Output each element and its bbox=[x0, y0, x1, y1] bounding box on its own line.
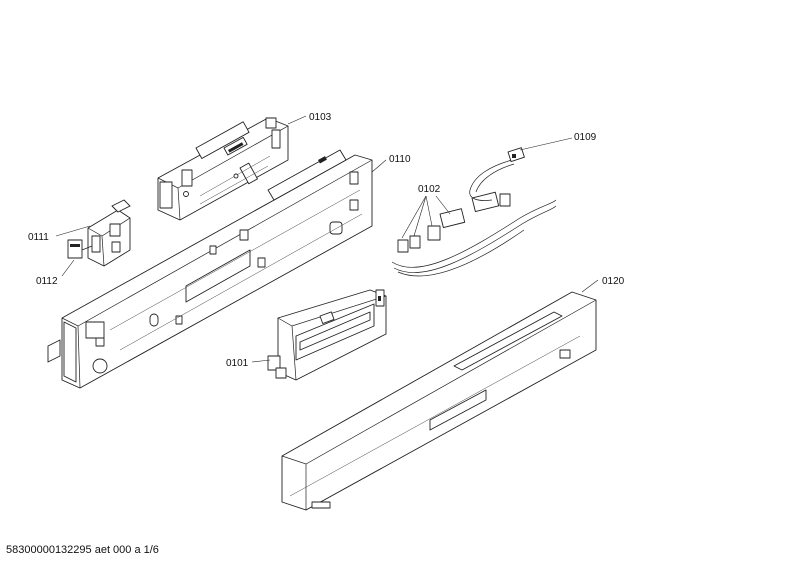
label-0102: 0102 bbox=[418, 184, 441, 195]
part-0120-front-panel[interactable] bbox=[281, 279, 599, 511]
label-0110: 0110 bbox=[389, 154, 411, 165]
document-id-footer: 58300000132295 aet 000 a 1/6 bbox=[6, 544, 159, 556]
part-0111-switch[interactable] bbox=[55, 199, 131, 267]
label-0101: 0101 bbox=[226, 358, 249, 369]
part-0101-display-module[interactable] bbox=[251, 289, 387, 381]
part-0110-frame[interactable] bbox=[47, 149, 387, 389]
label-0103: 0103 bbox=[309, 112, 332, 123]
part-0103-control-module[interactable] bbox=[157, 115, 307, 221]
part-0109-cable-connector[interactable] bbox=[469, 137, 573, 201]
label-0111: 0111 bbox=[28, 232, 49, 243]
label-0112: 0112 bbox=[36, 276, 58, 287]
label-0120: 0120 bbox=[602, 276, 625, 287]
label-0109: 0109 bbox=[574, 132, 597, 143]
part-0112-sensor[interactable] bbox=[61, 239, 93, 277]
part-0102-harness-connectors[interactable] bbox=[391, 191, 557, 277]
